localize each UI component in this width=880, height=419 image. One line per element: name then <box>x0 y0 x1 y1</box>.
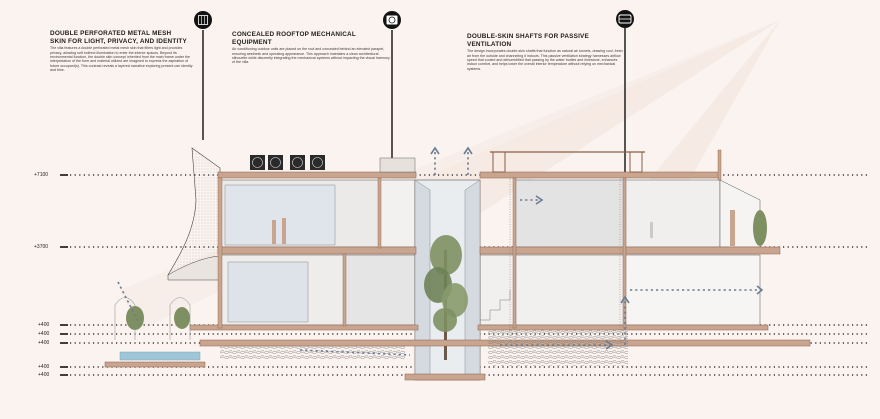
annotation-body: Air conditioning outdoor units are place… <box>232 47 390 65</box>
annotation-title: DOUBLE PERFORATED METAL MESH <box>50 30 172 37</box>
level-label: +400 <box>38 322 50 328</box>
arrow-heads <box>430 146 764 350</box>
vent-shafts <box>509 177 627 344</box>
pool-water <box>119 351 201 361</box>
ac-unit-icon <box>383 11 401 29</box>
annotation-ventilation-shafts: DOUBLE-SKIN SHAFTS FOR PASSIVE VENTILATI… <box>467 33 625 71</box>
level-label: +400 <box>38 331 50 337</box>
upper-glass-left <box>224 184 336 246</box>
level-ticks <box>60 174 68 376</box>
level-label: +3700 <box>34 244 49 250</box>
airflow-arrows <box>117 150 760 356</box>
pebble-bed <box>220 346 405 360</box>
level-label: +7100 <box>34 172 49 178</box>
annotation-title: SKIN FOR LIGHT, PRIVACY, AND IDENTITY <box>50 37 187 45</box>
annotation-title: DOUBLE-SKIN SHAFTS FOR PASSIVE VENTILATI… <box>467 33 589 48</box>
annotation-rooftop-equipment: CONCEALED ROOFTOP MECHANICAL EQUIPMENT A… <box>232 31 390 65</box>
curved-mesh-wall <box>167 147 221 276</box>
level-label: +400 <box>38 364 50 370</box>
courtyard-arches <box>114 297 191 340</box>
rooftop-ac-units <box>250 155 325 170</box>
shaft-vent-icon <box>616 10 634 28</box>
upper-room-mid <box>379 179 416 248</box>
annotation-body: The design incorporates double-skin shaf… <box>467 49 623 71</box>
upper-room-right <box>514 179 626 248</box>
mesh-panel-icon <box>194 11 212 29</box>
atrium-tree <box>424 235 468 360</box>
ground-glass-left <box>227 261 309 323</box>
light-ray <box>420 20 780 220</box>
annotation-mesh-skin: DOUBLE PERFORATED METAL MESH SKIN FOR LI… <box>50 30 195 73</box>
level-label: +400 <box>38 340 50 346</box>
ground-room-right <box>479 254 626 326</box>
pebble-bed <box>488 330 628 366</box>
annotation-title: CONCEALED ROOFTOP MECHANICAL EQUIPMENT <box>232 31 356 46</box>
parapet <box>379 157 416 173</box>
atrium-perspective <box>464 179 481 381</box>
upper-room-far-right <box>624 179 721 248</box>
terrace-plant <box>753 210 767 246</box>
annotation-body: The villa features a double perforated m… <box>50 46 193 73</box>
level-label: +400 <box>38 372 50 378</box>
human-figure <box>272 210 735 246</box>
rooftop-frame <box>629 151 643 173</box>
ground-room-mid <box>344 254 416 326</box>
